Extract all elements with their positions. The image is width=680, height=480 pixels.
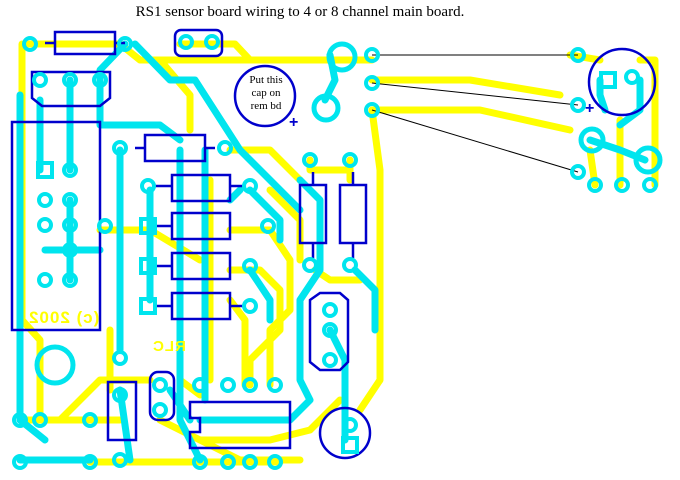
cap-note: Put this cap on rem bd: [249, 74, 283, 112]
pad: [267, 454, 283, 470]
pad: [32, 412, 48, 428]
pad: [322, 322, 338, 338]
pad: [22, 36, 38, 52]
pad: [62, 242, 78, 258]
pad: [302, 257, 318, 273]
square-pad: [139, 257, 157, 275]
pad: [570, 97, 586, 113]
pad: [112, 140, 128, 156]
pad: [242, 258, 258, 274]
pad: [62, 162, 78, 178]
pad: [242, 454, 258, 470]
wiring: [371, 54, 579, 173]
square-pad: [139, 217, 157, 235]
pad: [152, 377, 168, 393]
pad: [178, 34, 194, 50]
pad: [342, 417, 358, 433]
pad: [260, 218, 276, 234]
pad: [62, 192, 78, 208]
pad: [12, 412, 28, 428]
pad: [62, 72, 78, 88]
pad: [642, 177, 658, 193]
pad: [117, 36, 133, 52]
pad: [302, 152, 318, 168]
large-pad: [578, 126, 606, 154]
plus-marker-cap: +: [289, 114, 299, 131]
large-pad: [633, 145, 663, 175]
large-pad: [311, 93, 341, 123]
pad: [242, 298, 258, 314]
square-pad: [139, 297, 157, 315]
pad: [342, 152, 358, 168]
pads: [12, 34, 663, 470]
pad: [267, 377, 283, 393]
pad: [32, 72, 48, 88]
silk-copyright: (c) 2002: [28, 308, 100, 327]
pad: [220, 454, 236, 470]
pad: [242, 178, 258, 194]
pad: [342, 257, 358, 273]
pad: [112, 350, 128, 366]
square-pad: [599, 71, 617, 89]
pad: [204, 34, 220, 50]
pad: [140, 178, 156, 194]
large-pad: [34, 344, 76, 386]
pad: [624, 69, 640, 85]
pad: [364, 102, 380, 118]
pad: [587, 177, 603, 193]
pad: [364, 75, 380, 91]
square-pad: [36, 161, 54, 179]
pad: [570, 47, 586, 63]
pad: [192, 377, 208, 393]
pad: [37, 272, 53, 288]
pad: [97, 218, 113, 234]
pad: [112, 452, 128, 468]
pad: [570, 164, 586, 180]
plus-marker-remote: +: [585, 100, 595, 117]
pad: [220, 377, 236, 393]
diagram-title: RS1 sensor board wiring to 4 or 8 channe…: [135, 4, 465, 20]
pad: [364, 47, 380, 63]
pad: [112, 387, 128, 403]
large-pad: [326, 41, 358, 73]
pad: [37, 217, 53, 233]
pad: [614, 177, 630, 193]
pad: [37, 192, 53, 208]
pad: [82, 412, 98, 428]
component-outlines: [10, 28, 657, 460]
pad: [12, 454, 28, 470]
pad: [322, 352, 338, 368]
silk-initials: RLC: [152, 338, 186, 355]
pad: [322, 302, 338, 318]
pad: [62, 272, 78, 288]
pad: [192, 454, 208, 470]
pad: [242, 377, 258, 393]
pad: [92, 72, 108, 88]
square-pad: [341, 436, 359, 454]
pad: [152, 402, 168, 418]
pad: [82, 454, 98, 470]
pad: [62, 217, 78, 233]
pad: [217, 140, 233, 156]
